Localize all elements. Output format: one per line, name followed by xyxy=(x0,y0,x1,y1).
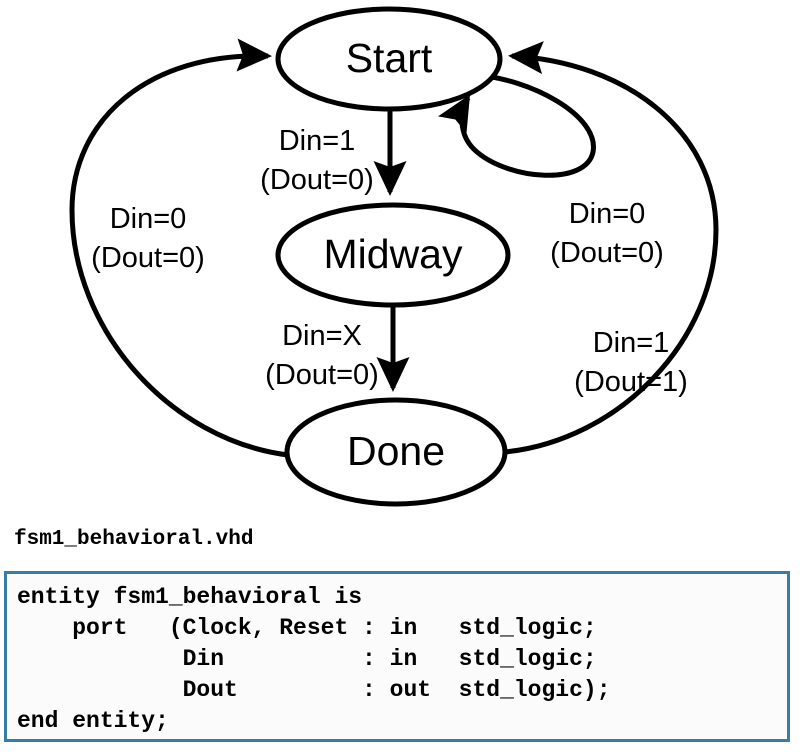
vhdl-code-text: entity fsm1_behavioral is port (Clock, R… xyxy=(17,584,611,734)
state-node-done[interactable]: Done xyxy=(284,397,508,507)
state-node-midway[interactable]: Midway xyxy=(275,202,511,308)
edge-condition-start-self-loop: Din=0 xyxy=(569,198,646,230)
state-label-start: Start xyxy=(346,35,433,81)
state-node-start[interactable]: Start xyxy=(275,6,503,112)
edge-condition-midway-to-done: Din=X xyxy=(282,320,362,352)
edge-output-start-to-midway: (Dout=0) xyxy=(260,164,374,196)
edge-done-to-start-right xyxy=(504,41,719,455)
edge-output-start-self-loop: (Dout=0) xyxy=(550,237,664,269)
state-ellipse-start xyxy=(275,6,503,112)
edge-output-done-to-start-right: (Dout=1) xyxy=(574,366,688,398)
edge-start-self-loop xyxy=(438,72,596,178)
state-ellipse-done xyxy=(284,397,508,507)
edge-condition-done-to-start-right: Din=1 xyxy=(593,327,670,359)
edge-label-done-to-start-left: Din=0 (Dout=0) xyxy=(91,203,205,274)
edge-label-done-to-start-right: Din=1 (Dout=1) xyxy=(574,327,688,398)
edge-label-midway-to-done: Din=X (Dout=0) xyxy=(265,320,379,391)
edge-done-to-start-left xyxy=(69,38,289,458)
state-label-midway: Midway xyxy=(324,231,463,277)
edge-label-start-to-midway: Din=1 (Dout=0) xyxy=(260,125,374,196)
vhdl-code-box: entity fsm1_behavioral is port (Clock, R… xyxy=(4,571,790,742)
edge-condition-start-to-midway: Din=1 xyxy=(279,125,356,157)
fsm-state-diagram: Start Midway Done Din=1 (Dout=0) Din=X (… xyxy=(69,6,719,507)
state-label-done: Done xyxy=(347,428,445,474)
state-ellipse-midway xyxy=(275,202,511,308)
edge-output-midway-to-done: (Dout=0) xyxy=(265,359,379,391)
edge-condition-done-to-start-left: Din=0 xyxy=(110,203,187,235)
edge-output-done-to-start-left: (Dout=0) xyxy=(91,242,205,274)
fsm-diagram-canvas: Start Midway Done Din=1 (Dout=0) Din=X (… xyxy=(69,6,719,507)
vhdl-file-name: fsm1_behavioral.vhd xyxy=(14,528,254,551)
edge-label-start-self-loop: Din=0 (Dout=0) xyxy=(550,198,664,269)
